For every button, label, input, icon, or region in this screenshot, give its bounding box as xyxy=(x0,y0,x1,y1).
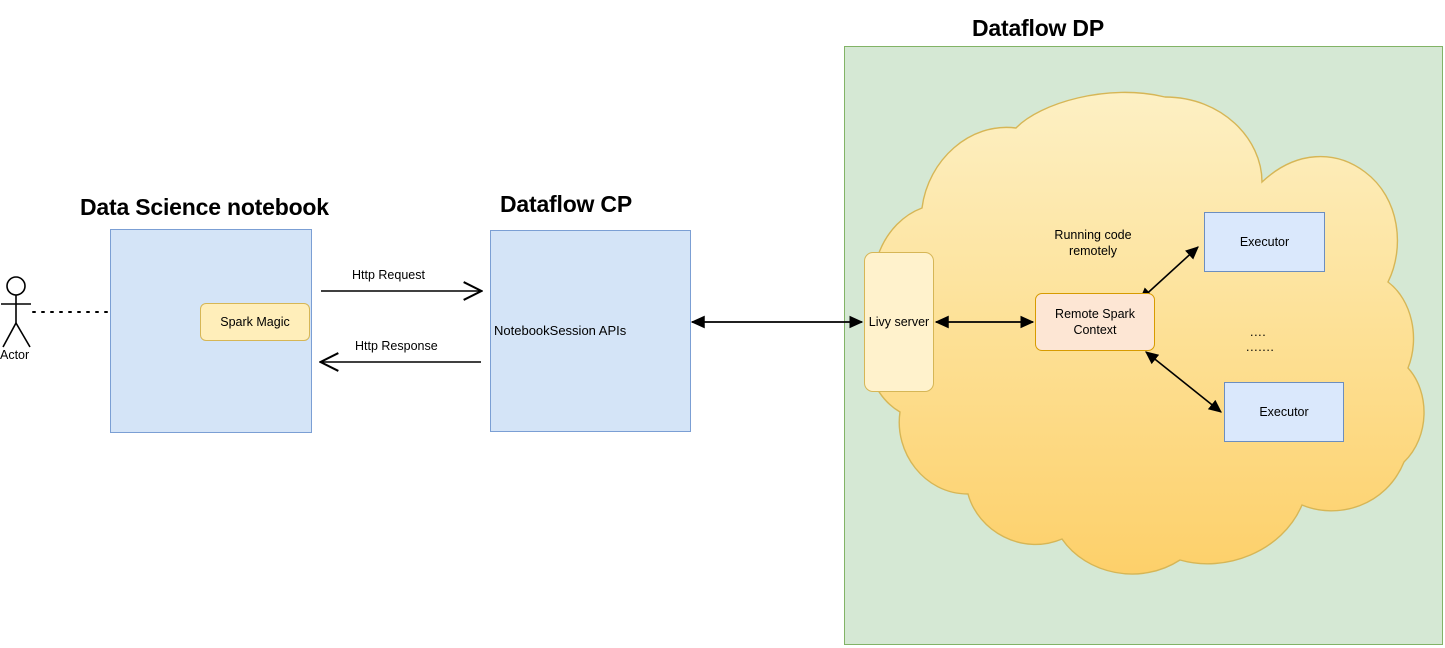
running-code-remotely-label: Running code remotely xyxy=(1054,228,1132,258)
executor-node-1[interactable]: Executor xyxy=(1204,212,1325,272)
http-response-label: Http Response xyxy=(355,339,438,353)
http-request-label: Http Request xyxy=(352,268,425,282)
title-dataflow-cp: Dataflow CP xyxy=(500,191,632,217)
actor-figure xyxy=(1,276,31,348)
ellipsis-long-label: ....... xyxy=(1246,340,1275,354)
spark-magic-node[interactable]: Spark Magic xyxy=(200,303,310,341)
remote-spark-context-node[interactable]: Remote Spark Context xyxy=(1035,293,1155,351)
executor-node-2[interactable]: Executor xyxy=(1224,382,1344,442)
title-data-science-notebook: Data Science notebook xyxy=(80,194,329,220)
actor-label: Actor xyxy=(0,348,30,362)
title-dataflow-dp: Dataflow DP xyxy=(972,15,1104,41)
ellipsis-short-label: .... xyxy=(1250,325,1267,339)
notebook-session-apis-label: NotebookSession APIs xyxy=(494,323,627,338)
dataflow-cp-box[interactable]: NotebookSession APIs xyxy=(490,230,691,432)
livy-server-node[interactable]: Livy server xyxy=(864,252,934,392)
